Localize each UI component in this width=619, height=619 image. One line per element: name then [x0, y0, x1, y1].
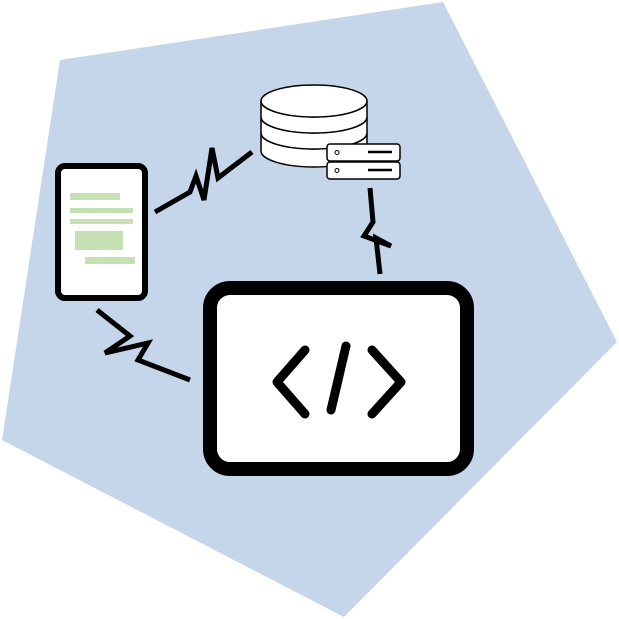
connection-database-to-code [360, 187, 393, 275]
code-brackets-icon [272, 341, 406, 419]
server-unit [326, 143, 401, 162]
document-line [70, 193, 120, 200]
document-block [75, 231, 123, 250]
server-led [334, 168, 340, 173]
document-line [70, 208, 133, 213]
document-line [85, 257, 135, 264]
slash [326, 341, 351, 415]
connection-tablet-to-database [153, 147, 254, 215]
connection-tablet-to-code [95, 308, 191, 383]
database-server-icon [260, 84, 401, 180]
tablet-document-icon [55, 163, 148, 301]
connections [95, 147, 393, 383]
greater-than-bracket [367, 345, 406, 419]
server-unit [326, 161, 401, 180]
server-rack-icon [326, 143, 401, 180]
database-top [260, 84, 368, 118]
document-line [70, 219, 133, 224]
server-led [334, 150, 340, 155]
less-than-bracket [272, 345, 310, 419]
code-window [203, 281, 474, 476]
